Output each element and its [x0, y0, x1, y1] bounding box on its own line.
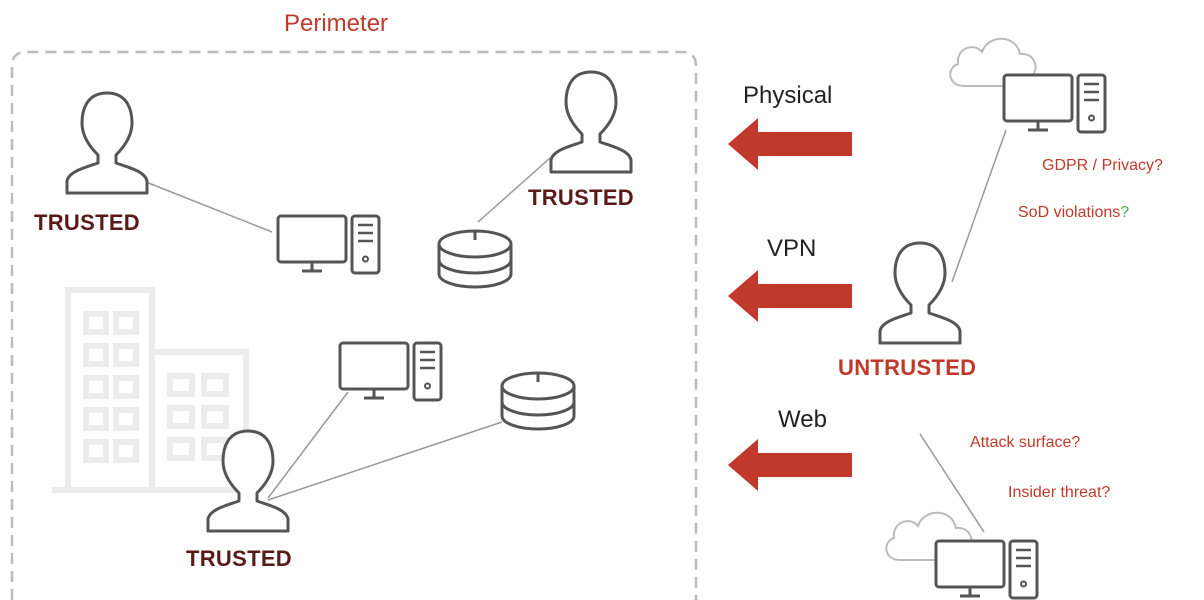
untrusted-label: UNTRUSTED	[838, 355, 977, 380]
database-icon	[437, 228, 513, 289]
untrusted-user-icon	[878, 241, 962, 345]
perimeter-border	[10, 50, 698, 600]
connection-lines	[145, 129, 1007, 533]
trusted-user-1-icon	[65, 91, 149, 195]
perimeter-title: Perimeter	[284, 10, 389, 37]
concern-insider-threat: Insider threat?	[1008, 484, 1111, 501]
computer-icon	[276, 214, 381, 275]
concern-sod-text: SoD violations	[1018, 204, 1121, 221]
physical-arrow-icon	[728, 118, 852, 170]
concern-gdpr: GDPR / Privacy?	[1042, 157, 1163, 174]
trusted-label-1: TRUSTED	[34, 210, 140, 235]
trusted-label-3: TRUSTED	[186, 546, 292, 571]
remote-computer-icon	[1002, 73, 1107, 134]
trusted-user-2-icon	[549, 70, 633, 174]
web-arrow-icon	[728, 439, 852, 491]
concern-sod-mark: ?	[1120, 204, 1130, 221]
remote-computer-icon	[934, 539, 1039, 600]
computer-icon	[338, 341, 443, 402]
channel-web-label: Web	[778, 406, 827, 433]
channel-physical-label: Physical	[743, 82, 833, 109]
vpn-arrow-icon	[728, 270, 852, 322]
channel-vpn-label: VPN	[767, 235, 817, 262]
concern-sod: SoD violations?	[1018, 205, 1129, 221]
building-background	[52, 287, 252, 493]
concern-attack-surface: Attack surface?	[970, 434, 1081, 451]
trusted-user-3-icon	[206, 429, 290, 533]
trusted-label-2: TRUSTED	[528, 185, 634, 210]
database-icon	[500, 370, 576, 431]
